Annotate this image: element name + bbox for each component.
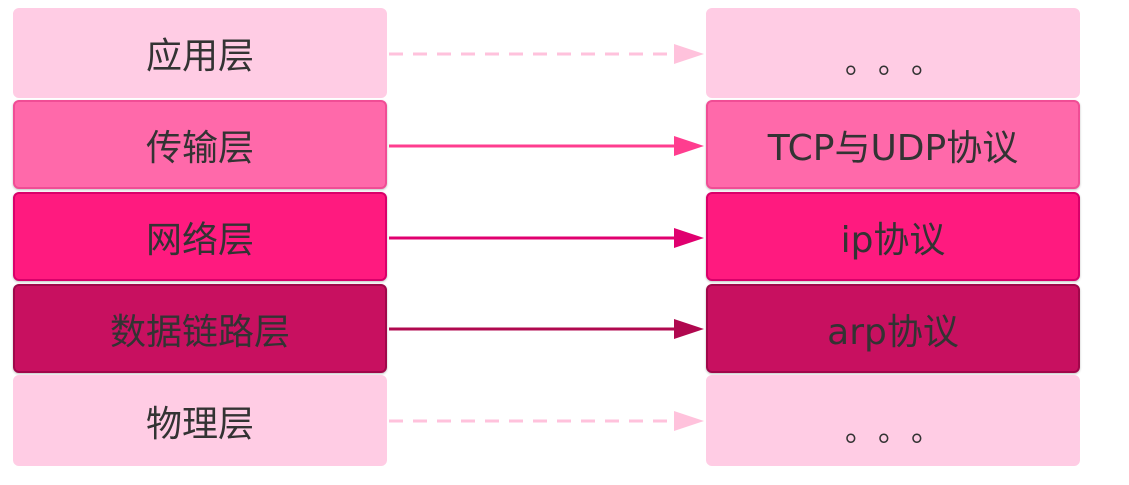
layer-data-link: 数据链路层 (13, 284, 387, 373)
layer-data-link-label: 数据链路层 (109, 311, 290, 353)
arrowhead-transport (674, 136, 704, 156)
layer-network: 网络层 (13, 192, 387, 281)
protocol-network: ip协议 (706, 192, 1080, 281)
arrowhead-data-link (674, 319, 704, 339)
protocol-transport: TCP与UDP协议 (706, 100, 1080, 189)
layer-application: 应用层 (13, 8, 387, 98)
protocol-data-link-label: arp协议 (827, 311, 959, 353)
protocol-network-label: ip协议 (840, 219, 946, 261)
arrowhead-network (674, 228, 704, 248)
protocol-physical-label: 。。。 (845, 413, 959, 449)
arrowhead-application (674, 44, 704, 64)
layer-network-label: 网络层 (145, 219, 254, 261)
protocol-transport-label: TCP与UDP协议 (767, 127, 1019, 169)
layer-application-label: 应用层 (145, 36, 254, 77)
layer-transport: 传输层 (13, 100, 387, 189)
layer-physical-label: 物理层 (145, 403, 254, 445)
protocol-data-link: arp协议 (706, 284, 1080, 373)
protocol-application-label: 。。。 (845, 46, 959, 81)
protocol-application: 。。。 (706, 8, 1080, 98)
layer-transport-label: 传输层 (145, 127, 254, 169)
arrowhead-physical (674, 411, 704, 431)
protocol-physical: 。。。 (706, 375, 1080, 466)
layer-physical: 物理层 (13, 375, 387, 466)
